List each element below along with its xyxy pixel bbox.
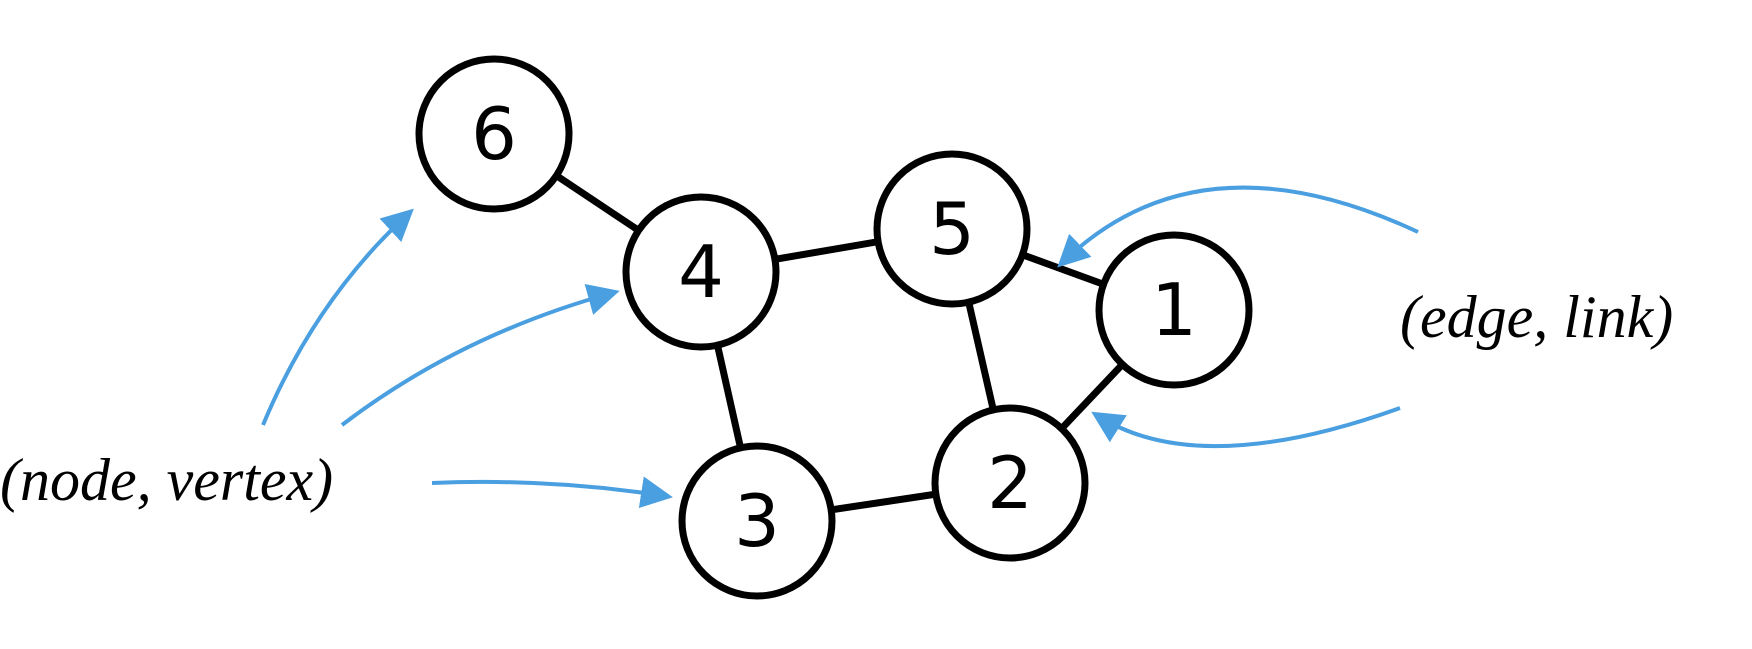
edge-annotation-arrow-lower (1091, 406, 1401, 449)
node-label-2: 2 (987, 441, 1033, 525)
node-3: 3 (678, 442, 836, 600)
node-circle-3 (678, 442, 836, 600)
node-annotation-arrow-3 (431, 476, 673, 509)
node-annotation-arrow-6 (261, 208, 414, 426)
node-circle-5 (873, 150, 1031, 308)
edge-annotation-arrow-upper (1057, 185, 1419, 268)
node-circle-2 (931, 404, 1089, 562)
node-2: 2 (931, 404, 1089, 562)
node-circle-4 (622, 193, 780, 351)
node-4: 4 (622, 193, 780, 351)
edge-link-label: (edge, link) (1400, 284, 1673, 350)
node-label-4: 4 (678, 230, 724, 314)
node-annotation-arrow-4 (340, 283, 620, 427)
node-1: 1 (1095, 231, 1253, 389)
node-vertex-label: (node, vertex) (0, 447, 333, 513)
annotations-layer: (node, vertex) (edge, link) (0, 185, 1673, 513)
node-circle-1 (1095, 231, 1253, 389)
nodes-layer: 1 2 3 4 5 6 (415, 55, 1253, 600)
node-circle-6 (415, 55, 573, 213)
node-label-5: 5 (929, 187, 975, 271)
node-label-3: 3 (734, 479, 780, 563)
node-6: 6 (415, 55, 573, 213)
node-label-6: 6 (471, 92, 517, 176)
node-5: 5 (873, 150, 1031, 308)
node-label-1: 1 (1151, 268, 1197, 352)
